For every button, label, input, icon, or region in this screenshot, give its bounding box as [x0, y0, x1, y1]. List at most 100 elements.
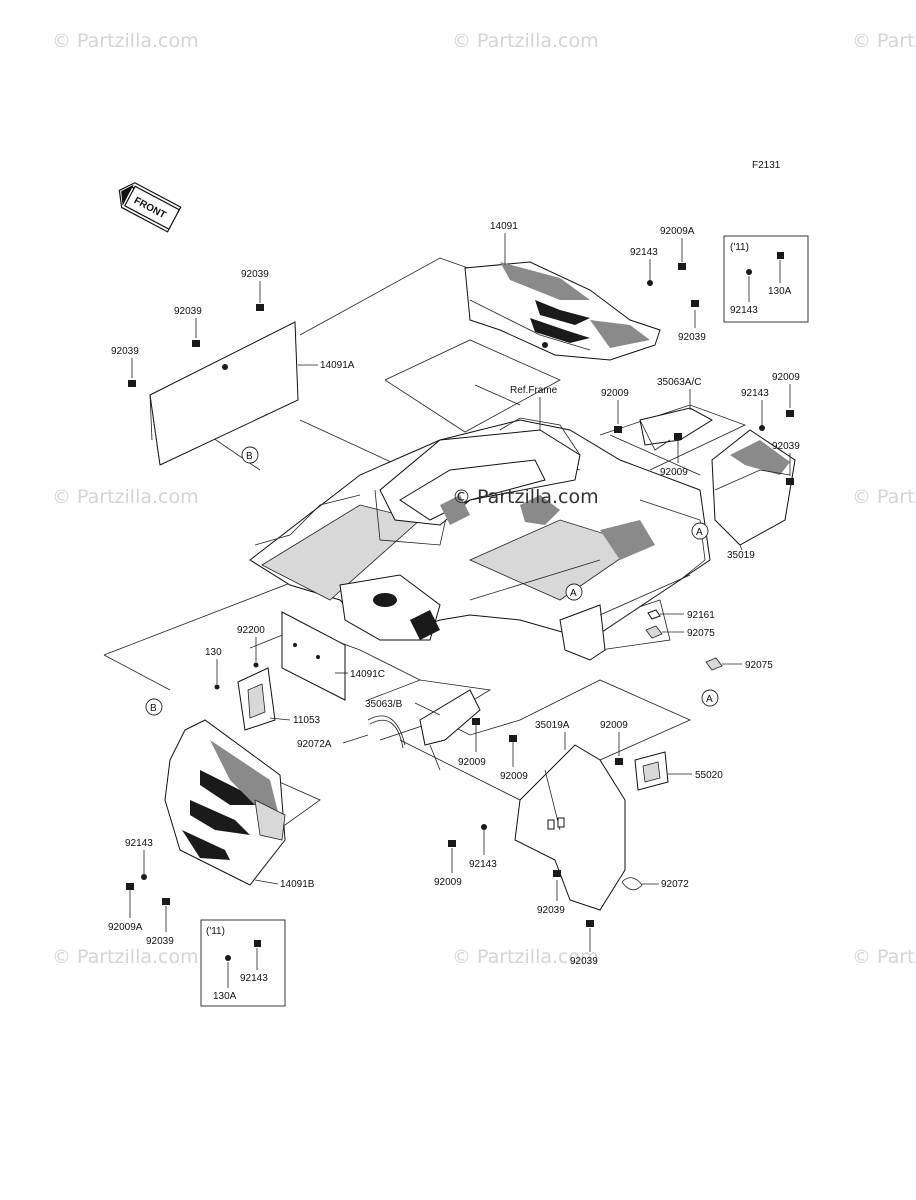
- part-92075-grommet: [705, 657, 723, 671]
- ref-frame-label: Ref.Frame: [510, 385, 558, 396]
- screw-icon: [614, 426, 622, 433]
- screw-icon: [615, 758, 623, 765]
- part-14091-rear-cover: [464, 261, 661, 361]
- label-92143: 92143: [469, 859, 497, 870]
- label-92200: 92200: [237, 625, 265, 636]
- part-14091B-front-cover: [164, 719, 286, 886]
- screw-icon: [192, 340, 200, 347]
- screw-icon: [553, 870, 561, 877]
- screw-icon: [256, 304, 264, 311]
- watermark: © Partzilla.com: [852, 486, 916, 508]
- label-92143: 92143: [630, 247, 658, 258]
- label-92009: 92009: [660, 467, 688, 478]
- label-92161: 92161: [687, 610, 715, 621]
- label-92075: 92075: [687, 628, 715, 639]
- watermark: © Partzilla.com: [452, 946, 599, 968]
- variant-label: ('11): [206, 926, 225, 937]
- label-14091C: 14091C: [350, 669, 385, 680]
- label-92039: 92039: [241, 269, 269, 280]
- washer-icon: [746, 269, 752, 275]
- label-92143: 92143: [730, 305, 758, 316]
- ref-mark-a: A: [570, 588, 577, 599]
- label-92039: 92039: [678, 332, 706, 343]
- part-35063B-bracket: [419, 689, 481, 771]
- part-11053-bracket: [237, 667, 276, 731]
- watermark: © Partzilla.com: [452, 30, 599, 52]
- ref-mark-b: B: [246, 451, 253, 462]
- part-14091A-side-panel: [149, 321, 299, 466]
- label-130A: 130A: [213, 991, 237, 1002]
- watermark: © Partzilla.com: [852, 946, 916, 968]
- label-35019: 35019: [727, 550, 755, 561]
- label-92075: 92075: [745, 660, 773, 671]
- part-92072-clamp: [621, 877, 643, 891]
- label-92039: 92039: [174, 306, 202, 317]
- part-92161-grommet: [647, 609, 661, 620]
- variant-label: ('11): [730, 242, 749, 253]
- washer-icon: [141, 874, 147, 880]
- label-92009: 92009: [434, 877, 462, 888]
- label-14091: 14091: [490, 221, 518, 232]
- label-92009: 92009: [458, 757, 486, 768]
- washer-icon: [647, 280, 653, 286]
- label-11053: 11053: [293, 715, 321, 726]
- washer-icon: [225, 955, 231, 961]
- center-watermark: © Partzilla.com: [452, 486, 599, 508]
- screw-icon: [586, 920, 594, 927]
- label-92072A: 92072A: [297, 739, 332, 750]
- label-92039: 92039: [146, 936, 174, 947]
- label-92009: 92009: [601, 388, 629, 399]
- part-55020-plate: [634, 751, 669, 791]
- variant-box-top: ('11) 92143 130A: [723, 235, 809, 323]
- part-35019A-mudguard: [514, 744, 626, 911]
- label-92009A: 92009A: [108, 922, 143, 933]
- label-14091B: 14091B: [280, 879, 315, 890]
- ref-mark-a: A: [706, 694, 713, 705]
- label-92039: 92039: [111, 346, 139, 357]
- ref-mark-a: A: [696, 527, 703, 538]
- label-92009A: 92009A: [660, 226, 695, 237]
- fasteners: 92039 92039 92039 92009A 92143 92039 920…: [108, 226, 800, 967]
- screw-icon: [691, 300, 699, 307]
- label-92009: 92009: [772, 372, 800, 383]
- watermark-layer: © Partzilla.com © Partzilla.com © Partzi…: [52, 30, 916, 968]
- label-35019A: 35019A: [535, 720, 570, 731]
- part-14091C-plate: [281, 611, 346, 701]
- washer-icon: [481, 824, 487, 830]
- label-92039: 92039: [772, 441, 800, 452]
- screw-icon: [509, 735, 517, 742]
- screw-icon: [162, 898, 170, 905]
- watermark: © Partzilla.com: [52, 30, 199, 52]
- ref-mark-b: B: [150, 703, 157, 714]
- main-frame: [249, 417, 711, 661]
- part-92072A-clamp: [367, 715, 406, 749]
- variant-box-bottom: ('11) 92143 130A: [200, 919, 286, 1007]
- label-35063AC: 35063A/C: [657, 377, 701, 388]
- watermark: © Partzilla.com: [52, 946, 199, 968]
- screw-icon: [786, 478, 794, 485]
- ref-marks: B B A A A: [145, 446, 719, 716]
- screw-icon: [448, 840, 456, 847]
- screw-icon: [674, 433, 682, 440]
- screw-icon: [254, 940, 261, 947]
- screw-icon: [128, 380, 136, 387]
- part-35063AC-bracket: [639, 407, 713, 451]
- label-130A: 130A: [768, 286, 792, 297]
- screw-icon: [126, 883, 134, 890]
- screw-icon: [777, 252, 784, 259]
- screw-icon: [678, 263, 686, 270]
- label-92143: 92143: [125, 838, 153, 849]
- label-92072: 92072: [661, 879, 689, 890]
- label-92143: 92143: [240, 973, 268, 984]
- label-92009: 92009: [500, 771, 528, 782]
- label-92039: 92039: [570, 956, 598, 967]
- label-130: 130: [205, 647, 222, 658]
- part-35019-guard: [711, 429, 796, 546]
- watermark: © Partzilla.com: [852, 30, 916, 52]
- label-35063B: 35063/B: [365, 699, 403, 710]
- label-92039: 92039: [537, 905, 565, 916]
- label-92009: 92009: [600, 720, 628, 731]
- screw-icon: [786, 410, 794, 417]
- front-arrow-icon: FRONT: [118, 182, 182, 233]
